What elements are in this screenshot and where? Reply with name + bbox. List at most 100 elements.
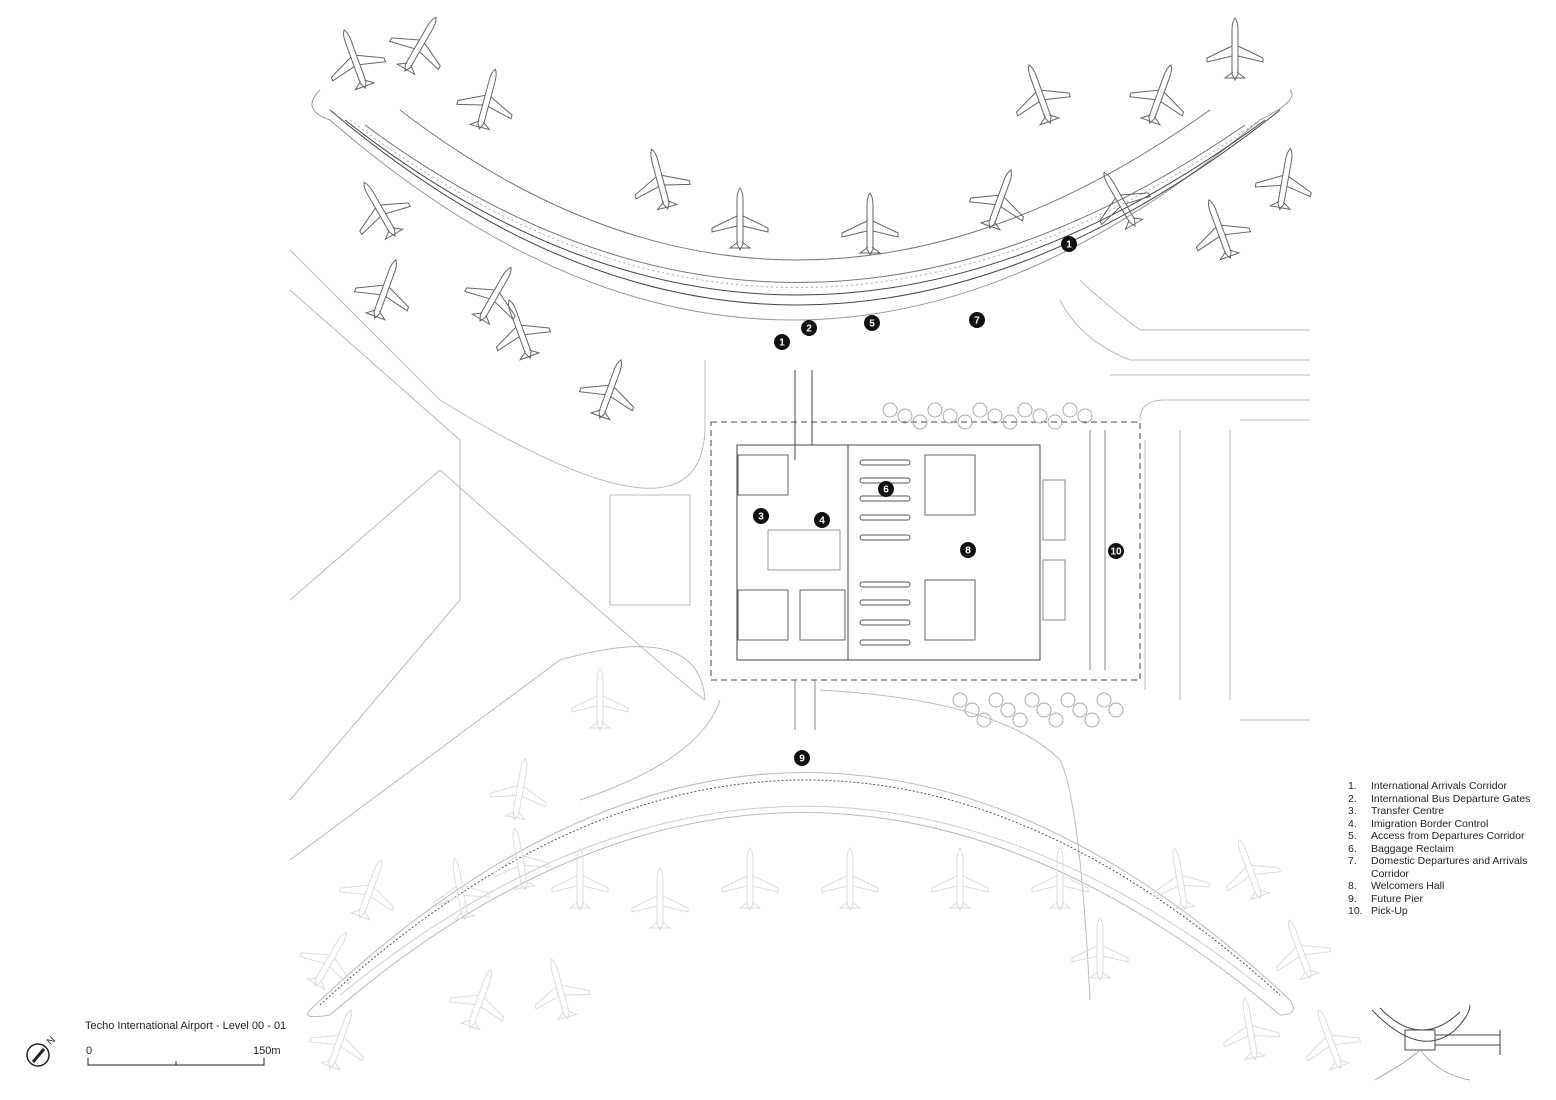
svg-text:8: 8 (965, 546, 971, 557)
tree-icon (1000, 702, 1016, 718)
aircraft-icon (1195, 199, 1252, 261)
carousel (859, 599, 911, 606)
legend-number: 5. (1348, 830, 1357, 842)
future-pier (307, 680, 1294, 1018)
svg-text:9: 9 (799, 754, 805, 765)
aircraft-icon (493, 827, 551, 891)
legend-item: 1. International Arrivals Corridor (1348, 780, 1531, 793)
aircraft-icon (1225, 839, 1282, 901)
legend-number: 3. (1348, 805, 1357, 817)
aircraft-icon (308, 1009, 365, 1071)
aircraft-icon (721, 847, 779, 912)
aircraft-icon (1015, 64, 1072, 126)
legend-number: 2. (1348, 792, 1357, 805)
aircraft-icon (1071, 917, 1129, 982)
tree-icon (897, 408, 913, 424)
key-map (1371, 1004, 1501, 1081)
legend-label: Baggage Reclaim (1371, 842, 1454, 855)
svg-text:4: 4 (819, 516, 825, 527)
scale-bar (87, 1058, 265, 1066)
svg-text:3: 3 (758, 512, 764, 523)
tree-icon (942, 408, 958, 424)
svg-text:2: 2 (806, 324, 812, 335)
legend-number: 4. (1348, 817, 1357, 830)
tree-icon (1072, 702, 1088, 718)
legend-label: Pick-Up (1371, 905, 1408, 917)
tree-icon (912, 414, 928, 430)
legend-label: Welcomers Hall (1371, 880, 1445, 892)
legend: 1. International Arrivals Corridor 2. Inte… (1348, 780, 1531, 918)
tree-icon (1062, 402, 1078, 418)
svg-text:6: 6 (883, 485, 889, 496)
legend-number: 1. (1348, 780, 1357, 792)
tree-icon (1077, 408, 1093, 424)
svg-text:7: 7 (974, 316, 980, 327)
tree-icon (988, 692, 1004, 708)
svg-text:10: 10 (1110, 547, 1122, 558)
aircraft-icon (456, 68, 513, 131)
legend-item: 6. Baggage Reclaim (1348, 843, 1531, 856)
aircraft-icon (338, 859, 395, 921)
aircraft-icon (841, 192, 899, 257)
legend-item: 2. International Bus Departure Gates (1348, 793, 1531, 806)
marker-9: 9 (794, 750, 810, 766)
legend-number: 10. (1348, 905, 1363, 917)
marker-4: 4 (814, 512, 830, 528)
aircraft-icon (534, 958, 591, 1021)
legend-item: 9.Future Pier (1348, 893, 1531, 906)
aircraft-icon (1099, 171, 1151, 231)
taxiways (289, 249, 1310, 1001)
aircraft-icon (299, 931, 351, 991)
carousel (859, 534, 911, 541)
legend-item: 4. Imigration Border Control (1348, 818, 1531, 831)
legend-item: 8. Welcomers Hall (1348, 880, 1531, 893)
main-pier (311, 89, 1293, 321)
marker-2: 2 (801, 320, 817, 336)
parking-area (1110, 374, 1310, 721)
aircraft-icon (433, 857, 491, 921)
legend-number: 6. (1348, 842, 1357, 855)
aircraft-icon (931, 847, 989, 912)
aircraft-icon (578, 359, 635, 421)
aircraft-icon (1223, 997, 1281, 1061)
legend-item: 7.Domestic Departures and Arrivals Corri… (1348, 855, 1531, 880)
aircraft-icon (330, 29, 387, 91)
carousel (859, 459, 911, 466)
aircraft (299, 16, 1362, 1071)
tree-icon (1084, 712, 1100, 728)
legend-label: Transfer Centre (1371, 805, 1445, 817)
legend-label: International Arrivals Corridor (1371, 780, 1507, 792)
terminal-building (710, 370, 1141, 681)
carousel (859, 581, 911, 588)
legend-label: International Bus Departure Gates (1371, 792, 1531, 805)
tree-icon (1017, 402, 1033, 418)
legend-number: 8. (1348, 880, 1357, 892)
tree-icon (1032, 408, 1048, 424)
marker-8: 8 (960, 542, 976, 558)
carousel (859, 619, 911, 626)
aircraft-icon (968, 169, 1025, 231)
aircraft-icon (448, 969, 505, 1031)
aircraft-icon (631, 867, 689, 932)
legend-label: Access from Departures Corridor (1371, 830, 1525, 842)
marker-5: 5 (864, 315, 880, 331)
trees (882, 402, 1124, 728)
aircraft-icon (464, 266, 516, 326)
legend-number: 7. (1348, 855, 1357, 867)
legend-label: Imigration Border Control (1371, 817, 1489, 830)
marker-1: 1 (1061, 236, 1077, 252)
tree-icon (972, 402, 988, 418)
tree-icon (1047, 414, 1063, 430)
aircraft-icon (821, 847, 879, 912)
aircraft-icon (551, 847, 609, 912)
aircraft-icon (1128, 64, 1185, 126)
aircraft-icon (571, 667, 629, 732)
aircraft-icon (1031, 847, 1089, 912)
tree-icon (952, 692, 968, 708)
marker-10: 10 (1108, 543, 1124, 559)
tree-icon (1002, 414, 1018, 430)
tree-icon (882, 402, 898, 418)
tree-icon (957, 414, 973, 430)
